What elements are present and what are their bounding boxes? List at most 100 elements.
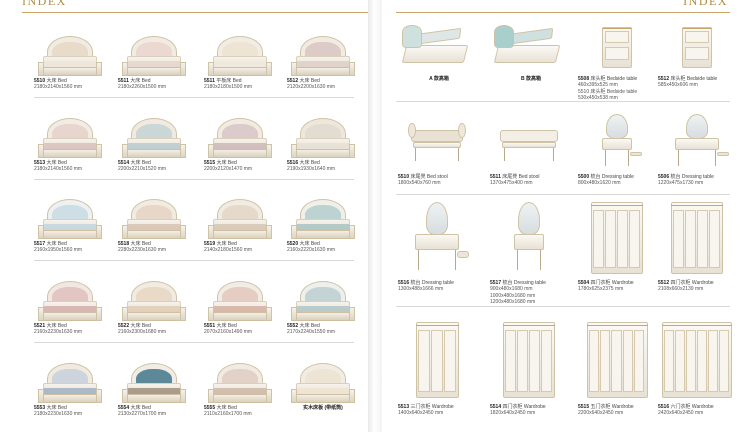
product-size: 2160x2230x1630 mm	[34, 329, 83, 336]
wardrobe-door	[588, 330, 599, 392]
product-name: 梳台 Dressing table	[590, 174, 634, 180]
nightstand-trim	[682, 28, 712, 30]
wardrobe-crown	[503, 325, 555, 326]
bed-image	[204, 116, 276, 158]
caption-title: B 款高箱	[490, 76, 572, 82]
bed-footboard	[211, 394, 269, 403]
wardrobe-door	[634, 330, 645, 392]
nightstand-right	[179, 62, 186, 76]
caption-title: 5500 梳台 Dressing table	[578, 174, 660, 180]
nightstand-right	[95, 225, 102, 239]
nightstand-right	[265, 144, 272, 158]
nightstand-left	[208, 144, 215, 158]
product-size: 2160x2220x1630 mm	[287, 247, 336, 254]
bed-illustration	[122, 118, 186, 158]
wardrobe-door	[605, 210, 616, 268]
bed-illustration	[208, 199, 272, 239]
bed-blanket	[127, 387, 181, 398]
dresser-top	[675, 138, 719, 151]
product-code: 5511	[204, 78, 215, 84]
product-name: 大床 Bed	[130, 405, 151, 411]
nightstand-left	[291, 144, 298, 158]
bed-headboard-panel	[305, 204, 341, 223]
product-code: 5517	[490, 280, 502, 286]
product-item[interactable]: 实木床板 (带纸筒)	[287, 361, 359, 411]
product-code: 5518	[118, 241, 130, 247]
product-size: 1000x480x1680 mm	[490, 292, 536, 299]
bed-image	[118, 279, 190, 321]
bed-headboard-panel	[305, 368, 341, 387]
product-item[interactable]: A 款高箱	[398, 22, 480, 82]
product-item[interactable]: B 款高箱	[490, 22, 572, 82]
caption-title: 5510 大床 Bed	[34, 78, 106, 84]
bed-image	[287, 361, 359, 403]
product-name: 大床 Bed	[130, 241, 151, 247]
caption-title: 5511 床尾凳 Bed stool	[490, 174, 572, 180]
caption-title: 5511 平板床 Bed	[204, 78, 276, 84]
wardrobe-door	[622, 330, 634, 392]
bed-illustration	[208, 281, 272, 321]
nightstand-image	[578, 22, 656, 74]
product-name: 五门衣柜 Wardrobe	[590, 404, 634, 410]
bench-leg-right	[553, 148, 554, 162]
dresser-top	[415, 234, 459, 250]
dresser-mirror	[606, 114, 628, 140]
product-code: 5520	[287, 241, 299, 247]
storage-bed-b-image	[490, 22, 568, 74]
caption-title: 5522 大床 Bed	[118, 323, 190, 329]
bed-illustration	[38, 363, 102, 403]
product-name: 实木床板 (带纸筒)	[303, 405, 343, 411]
dresser-small-image	[578, 112, 656, 172]
wardrobe-door	[719, 330, 729, 392]
bed-illustration	[208, 36, 272, 76]
nightstand-left	[38, 389, 45, 403]
product-size: 1800x540x760 mm	[398, 180, 441, 187]
product-name: 大床 Bed	[130, 78, 151, 84]
product-name: 大床 Bed	[299, 323, 320, 329]
row-divider	[396, 101, 730, 102]
row-divider	[396, 194, 730, 195]
caption-title: 5514 大床 Bed	[118, 160, 190, 166]
bed-blanket	[127, 223, 181, 234]
nightstand-right	[265, 389, 272, 403]
wardrobe-door	[675, 330, 685, 392]
wardrobe6-image	[658, 320, 736, 402]
bed-illustration	[208, 363, 272, 403]
